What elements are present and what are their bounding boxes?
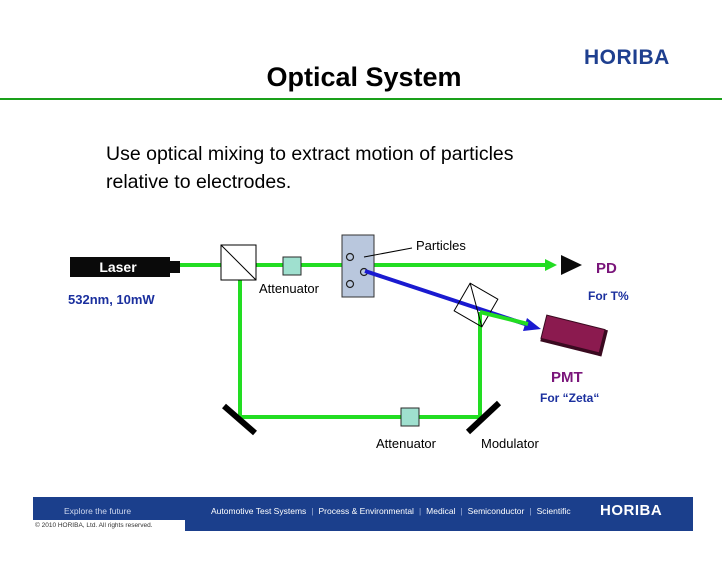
mirror-bottom-left — [222, 403, 257, 436]
pd-detector-icon — [561, 255, 582, 275]
pmt-note: For “Zeta“ — [540, 391, 599, 405]
combined-beam — [479, 310, 529, 326]
attenuator-bottom-label: Attenuator — [376, 436, 437, 451]
pmt-label: PMT — [551, 369, 583, 386]
footer-tagline: Explore the future — [64, 506, 132, 516]
modulator-label: Modulator — [481, 436, 539, 451]
particle-cell — [341, 234, 375, 298]
attenuator-top — [282, 256, 302, 276]
modulator-mirror — [465, 400, 502, 435]
laser-nozzle — [170, 261, 180, 273]
subtitle-text: Use optical mixing to extract motion of … — [106, 143, 514, 193]
footer-bar: Explore the future Automotive Test Syste… — [33, 497, 693, 531]
attenuator-top-label: Attenuator — [259, 281, 320, 296]
footer-nav-item[interactable]: Scientific — [536, 506, 571, 516]
footer-nav-item[interactable]: Semiconductor — [467, 506, 525, 516]
footer-nav-item[interactable]: Medical — [426, 506, 456, 516]
mixing-splitter — [453, 282, 499, 328]
copyright-text: © 2010 HORIBA, Ltd. All rights reserved. — [33, 520, 185, 531]
page-title: Optical System — [266, 62, 462, 92]
laser-label: Laser — [99, 259, 137, 275]
footer-nav: Automotive Test Systems| Process & Envir… — [211, 506, 571, 516]
horiba-logo: HORIBA — [584, 46, 670, 69]
footer-logo: HORIBA — [600, 502, 663, 519]
laser-body — [70, 257, 170, 277]
footer-nav-item[interactable]: Automotive Test Systems — [211, 506, 307, 516]
particles-label: Particles — [416, 238, 466, 253]
scatter-beam-arrowhead — [523, 318, 541, 331]
title-divider — [0, 98, 722, 100]
main-beam-arrowhead — [545, 259, 557, 271]
pd-note: For T% — [588, 289, 629, 303]
laser-spec-label: 532nm, 10mW — [68, 292, 155, 307]
attenuator-bottom — [400, 407, 420, 427]
pd-label: PD — [596, 260, 617, 277]
particles-pointer — [363, 247, 413, 258]
pmt-detector-icon — [540, 314, 608, 357]
footer-nav-item[interactable]: Process & Environmental — [318, 506, 414, 516]
beam-splitter-diagonal — [220, 244, 257, 281]
